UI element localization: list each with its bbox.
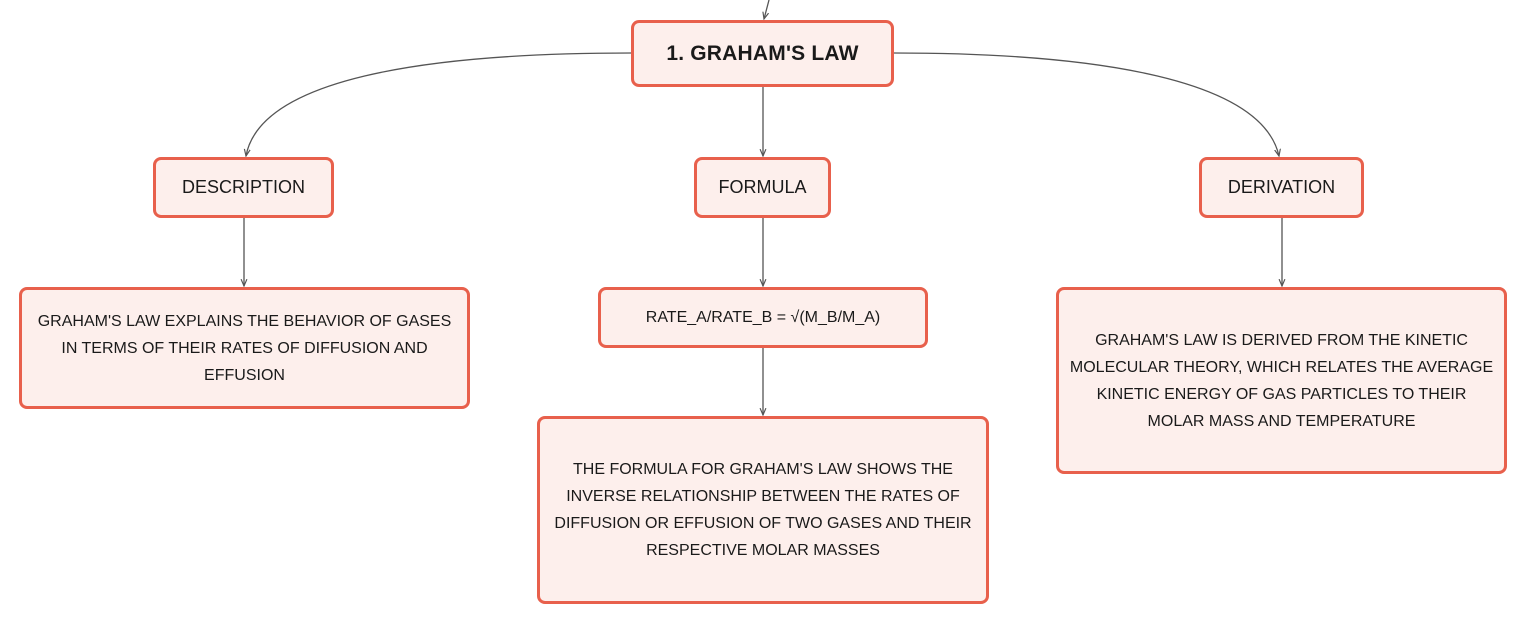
connector-root-description <box>246 52 632 156</box>
formula-expression-node[interactable]: RATE_A/RATE_B = √(M_B/M_A) <box>598 287 928 348</box>
connector-incoming <box>764 0 770 19</box>
description-node[interactable]: DESCRIPTION <box>153 157 334 218</box>
derivation-label: DERIVATION <box>1227 177 1336 197</box>
derivation-node[interactable]: DERIVATION <box>1199 157 1364 218</box>
derivation-detail-text: GRAHAM'S LAW IS DERIVED FROM THE KINETIC… <box>1069 331 1494 430</box>
formula-detail-text: THE FORMULA FOR GRAHAM'S LAW SHOWS THE I… <box>554 461 972 559</box>
formula-node[interactable]: FORMULA <box>694 157 831 218</box>
description-detail-text: GRAHAM'S LAW EXPLAINS THE BEHAVIOR OF GA… <box>37 312 452 384</box>
formula-label: FORMULA <box>718 177 807 197</box>
root-node[interactable]: 1. GRAHAM'S LAW <box>631 20 894 87</box>
derivation-detail-node[interactable]: GRAHAM'S LAW IS DERIVED FROM THE KINETIC… <box>1056 287 1507 474</box>
formula-detail-node[interactable]: THE FORMULA FOR GRAHAM'S LAW SHOWS THE I… <box>537 416 989 604</box>
formula-expression-text: RATE_A/RATE_B = √(M_B/M_A) <box>645 308 881 326</box>
connector-root-derivation <box>893 52 1279 156</box>
description-label: DESCRIPTION <box>181 177 305 197</box>
description-detail-node[interactable]: GRAHAM'S LAW EXPLAINS THE BEHAVIOR OF GA… <box>19 287 470 409</box>
root-label: 1. GRAHAM'S LAW <box>666 41 859 65</box>
